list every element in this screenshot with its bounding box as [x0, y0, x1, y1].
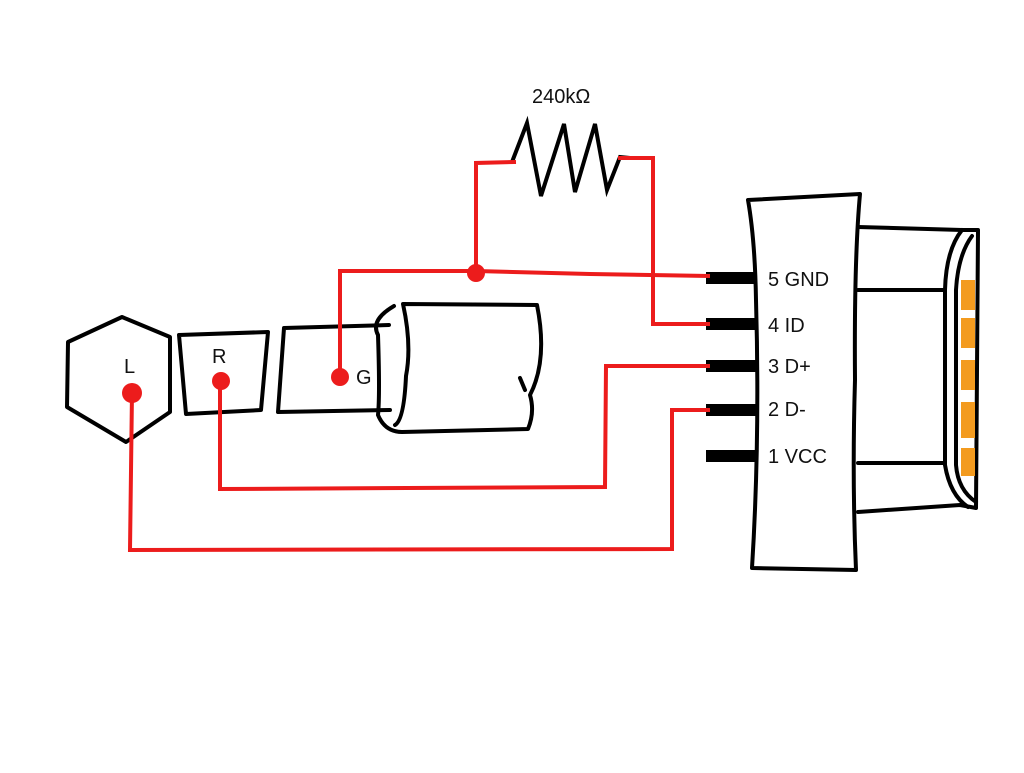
plug-label-ground: G: [356, 367, 372, 389]
plug-body-seam: [518, 376, 527, 392]
plug-tip-outline: [65, 315, 172, 444]
contact-pad: [961, 448, 975, 476]
contact-pad: [961, 318, 975, 348]
pin-label: 1 VCC: [768, 446, 827, 468]
wiring: [122, 156, 711, 553]
pin-5-terminal: [706, 272, 756, 284]
junction-dot: [467, 264, 485, 282]
contact-pad: [961, 360, 975, 390]
left-contact-dot: [122, 383, 142, 403]
pin-label: 5 GND: [768, 269, 829, 291]
audio-plug: [65, 302, 544, 444]
contact-pad: [961, 280, 975, 310]
right-contact-dot: [212, 372, 230, 390]
contact-pad: [961, 402, 975, 438]
plug-body-outline: [374, 302, 544, 434]
housing-inner-lip-2: [954, 234, 978, 504]
plug-label-left: L: [124, 356, 135, 378]
pin-4-terminal: [706, 318, 756, 330]
pin-label: 3 D+: [768, 356, 811, 378]
pin-label: 4 ID: [768, 315, 805, 337]
plug-sleeve-outline: [276, 323, 392, 414]
resistor-label: 240kΩ: [532, 86, 590, 108]
usb-connector: 5 GND 4 ID 3 D+ 2 D- 1 VCC: [706, 192, 980, 572]
plug-ring-outline: [177, 330, 270, 416]
resistor: 240kΩ: [510, 86, 631, 198]
ground-contact-dot: [331, 368, 349, 386]
pin-2-terminal: [706, 404, 756, 416]
resistor-left-lead: [474, 159, 517, 275]
resistor-to-id-wire: [618, 156, 710, 326]
pin-1-terminal: [706, 450, 756, 462]
connector-block-outline: [746, 192, 862, 572]
right-to-dplus-wire: [218, 364, 710, 492]
connector-housing-outline: [856, 225, 980, 514]
resistor-zigzag: [510, 115, 631, 198]
pin-label: 2 D-: [768, 399, 806, 421]
plug-label-right: R: [212, 346, 226, 368]
pin-3-terminal: [706, 360, 756, 372]
left-to-dminus-wire: [127, 389, 710, 553]
